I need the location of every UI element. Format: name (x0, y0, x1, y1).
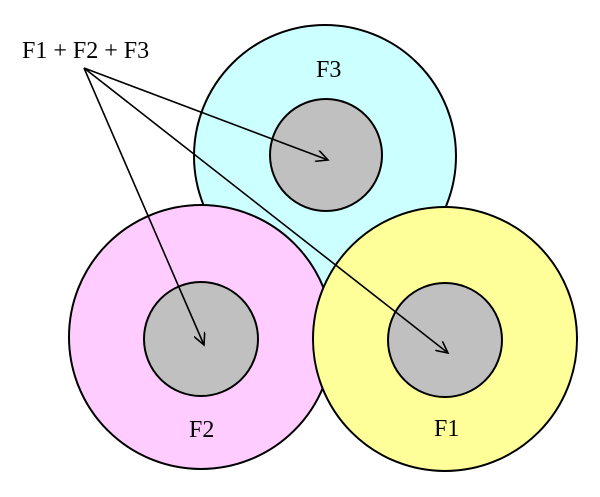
circle-f2-label: F2 (189, 417, 214, 443)
arrow-to-f2 (83, 67, 204, 345)
circle-f3-label: F3 (316, 57, 341, 83)
sum-label: F1 + F2 + F3 (22, 38, 149, 64)
arrow-to-f1 (83, 67, 448, 353)
arrow-to-f3 (83, 67, 328, 160)
circle-f3-inner (269, 98, 383, 212)
circle-f1-label: F1 (434, 416, 459, 442)
circle-f1-inner (387, 282, 503, 398)
